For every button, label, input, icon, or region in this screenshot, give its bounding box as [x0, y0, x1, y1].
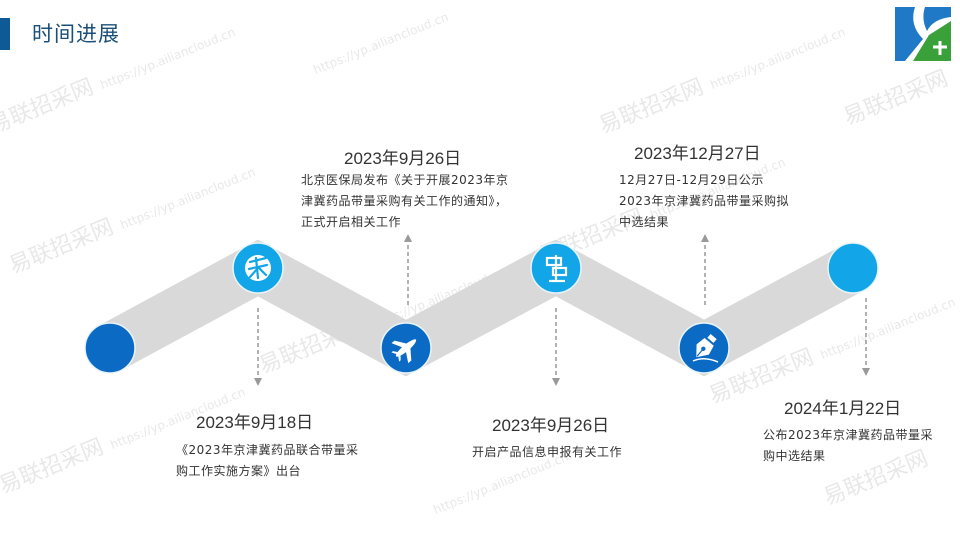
timeline-start-node [84, 322, 136, 374]
airplane-icon [391, 339, 417, 364]
connector-arrows [257, 240, 867, 380]
signpost-icon [545, 255, 568, 283]
event-date: 2023年9月26日 [492, 416, 610, 435]
event-description: 《2023年京津冀药品联合带量采购工作实施方案》出台 [176, 443, 359, 478]
pill-bug-icon [245, 255, 271, 281]
event-description: 北京医保局发布《关于开展2023年京津冀药品带量采购有关工作的通知》，正式开启相… [301, 173, 509, 229]
timeline-band [98, 239, 865, 377]
event-description: 开启产品信息申报有关工作 [472, 445, 623, 459]
event-date: 2023年9月26日 [344, 149, 462, 168]
logo-icon [895, 7, 951, 61]
event-date: 2023年9月18日 [196, 413, 314, 432]
event-description: 12月27日-12月29日公示2023年京津冀药品带量采购拟中选结果 [619, 173, 790, 229]
event-date: 2023年12月27日 [634, 144, 761, 163]
title-accent-bar [0, 18, 10, 50]
timeline-end-node [827, 242, 879, 294]
event-description: 公布2023年京津冀药品带量采购中选结果 [763, 428, 934, 463]
event-date: 2024年1月22日 [784, 399, 902, 418]
page-title: 时间进展 [32, 22, 120, 46]
pen-nib-icon [696, 333, 717, 358]
